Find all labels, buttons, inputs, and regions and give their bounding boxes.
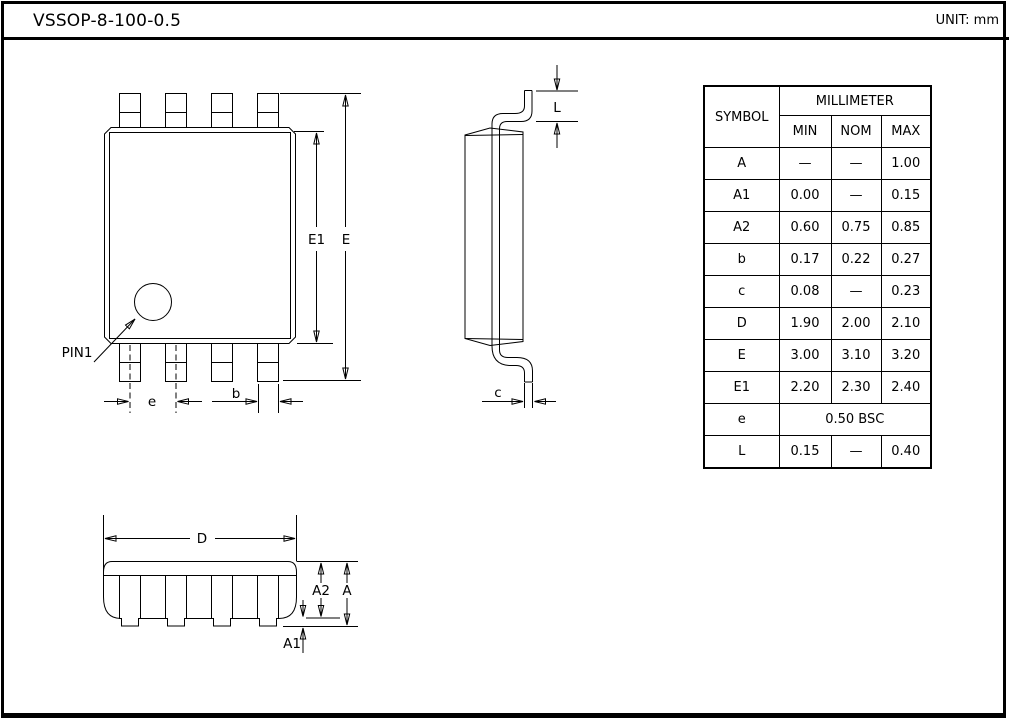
dim-b-label: b — [232, 386, 241, 402]
table-row: c 0.08 — 0.23 — [703, 275, 932, 308]
table-row: b 0.17 0.22 0.27 — [703, 243, 932, 276]
dim-D: D — [103, 515, 297, 580]
table-header-nom: NOM — [830, 115, 882, 148]
lead-profile-inner — [499, 90, 533, 382]
dim-A-label: A — [342, 583, 352, 599]
page-title: VSSOP-8-100-0.5 — [33, 10, 182, 31]
dim-c: c — [482, 383, 556, 408]
table-header-unit: MILLIMETER — [778, 85, 932, 116]
dim-E: E — [280, 93, 361, 381]
side-body-bottom-near-edge — [464, 338, 524, 340]
front-leads — [119, 575, 279, 627]
table-row: L 0.15 — 0.40 — [703, 435, 932, 469]
body-inner-outline — [109, 132, 291, 339]
pin1-leader-line — [93, 318, 136, 363]
table-row: A2 0.60 0.75 0.85 — [703, 211, 932, 244]
dim-L-label: L — [553, 100, 561, 116]
table-row: A1 0.00 — 0.15 — [703, 179, 932, 212]
top-view: PIN1 E1 E — [62, 93, 361, 413]
table-header-min: MIN — [778, 115, 832, 148]
dim-A2: A2 — [296, 561, 358, 619]
dim-c-label: c — [494, 385, 501, 401]
dim-A1: A1 — [283, 600, 307, 653]
table-header-max: MAX — [880, 115, 932, 148]
dim-A1-label: A1 — [283, 636, 301, 652]
top-pins — [119, 93, 279, 128]
side-view: L c — [464, 65, 578, 408]
table-row: E1 2.20 2.30 2.40 — [703, 371, 932, 404]
dim-A: A — [283, 562, 358, 627]
body-outline — [104, 127, 296, 344]
dim-e: e — [104, 345, 202, 413]
dim-D-label: D — [197, 531, 207, 547]
pin1-marker — [134, 283, 172, 321]
dim-E1: E1 — [294, 131, 333, 344]
side-body-top-near-edge — [464, 134, 524, 136]
table-row: E 3.00 3.10 3.20 — [703, 339, 932, 372]
dim-e-label: e — [148, 394, 156, 410]
dim-E-label: E — [342, 232, 351, 248]
unit-label: UNIT: mm — [935, 13, 999, 28]
bottom-pins — [119, 343, 279, 382]
side-body-outline — [464, 127, 524, 347]
dim-L: L — [536, 65, 578, 148]
front-view: D A2 A A1 — [103, 515, 358, 653]
table-row: A — — 1.00 — [703, 147, 932, 180]
pin1-label: PIN1 — [62, 345, 93, 361]
table-row: e 0.50 BSC — [703, 403, 932, 436]
dimension-table: SYMBOL MILLIMETER MIN NOM MAX A — — 1.00… — [703, 85, 932, 469]
dim-b: b — [212, 384, 303, 413]
table-header-symbol: SYMBOL — [703, 85, 780, 148]
lead-profile-outer — [491, 90, 525, 382]
table-row: D 1.90 2.00 2.10 — [703, 307, 932, 340]
dim-A2-label: A2 — [312, 583, 330, 599]
dim-E1-label: E1 — [308, 232, 325, 248]
title-bar: VSSOP-8-100-0.5 UNIT: mm — [4, 4, 1009, 40]
